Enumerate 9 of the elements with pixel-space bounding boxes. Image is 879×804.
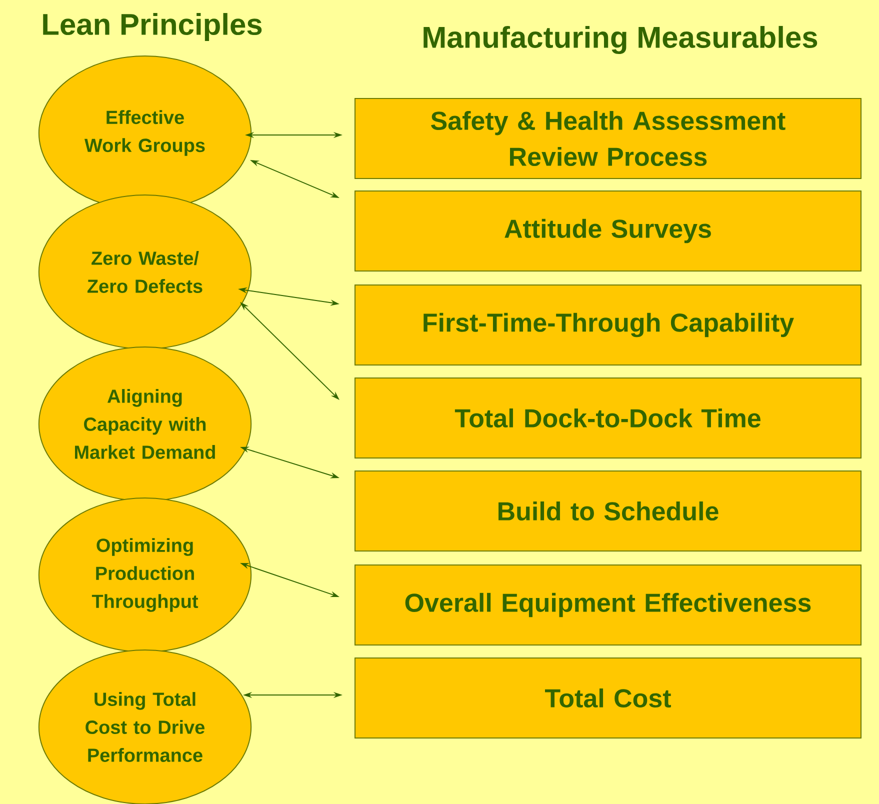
measurable-box: Attitude Surveys <box>354 190 862 272</box>
measurable-box: Build to Schedule <box>354 470 862 552</box>
measurable-box: Overall Equipment Effectiveness <box>354 564 862 646</box>
heading: Lean Principles <box>43 13 262 41</box>
measurable-box: Total Dock-to-Dock Time <box>354 378 862 458</box>
measurable-box: First-Time-Through Capability <box>354 284 862 366</box>
measurable-box: Total Cost <box>354 658 862 738</box>
measurable-box: Safety & Health Assessment Review Process <box>354 98 862 179</box>
heading: Manufacturing Measurables <box>424 26 818 54</box>
